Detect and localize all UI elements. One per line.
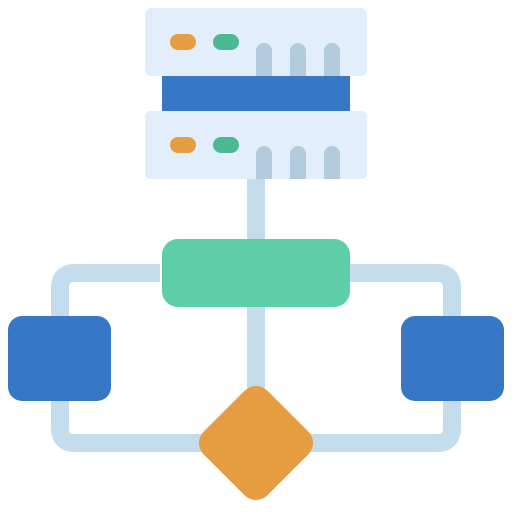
server-rack [145, 8, 367, 179]
server-unit-bottom [145, 111, 367, 179]
server-band [162, 72, 350, 116]
flowchart-nodes [8, 239, 504, 501]
drive-slot [324, 146, 340, 179]
hub-node [162, 239, 350, 307]
server-panel [145, 8, 367, 76]
status-light-orange [170, 34, 196, 50]
drive-slot [324, 43, 340, 76]
drive-slot [256, 43, 272, 76]
left-node [8, 316, 111, 401]
right-node [401, 316, 504, 401]
server-panel [145, 111, 367, 179]
status-light-green [213, 34, 239, 50]
decision-node [198, 385, 314, 501]
status-light-green [213, 137, 239, 153]
drive-slot [290, 146, 306, 179]
drive-slot [290, 43, 306, 76]
status-light-orange [170, 137, 196, 153]
server-unit-top [145, 8, 367, 76]
drive-slot [256, 146, 272, 179]
